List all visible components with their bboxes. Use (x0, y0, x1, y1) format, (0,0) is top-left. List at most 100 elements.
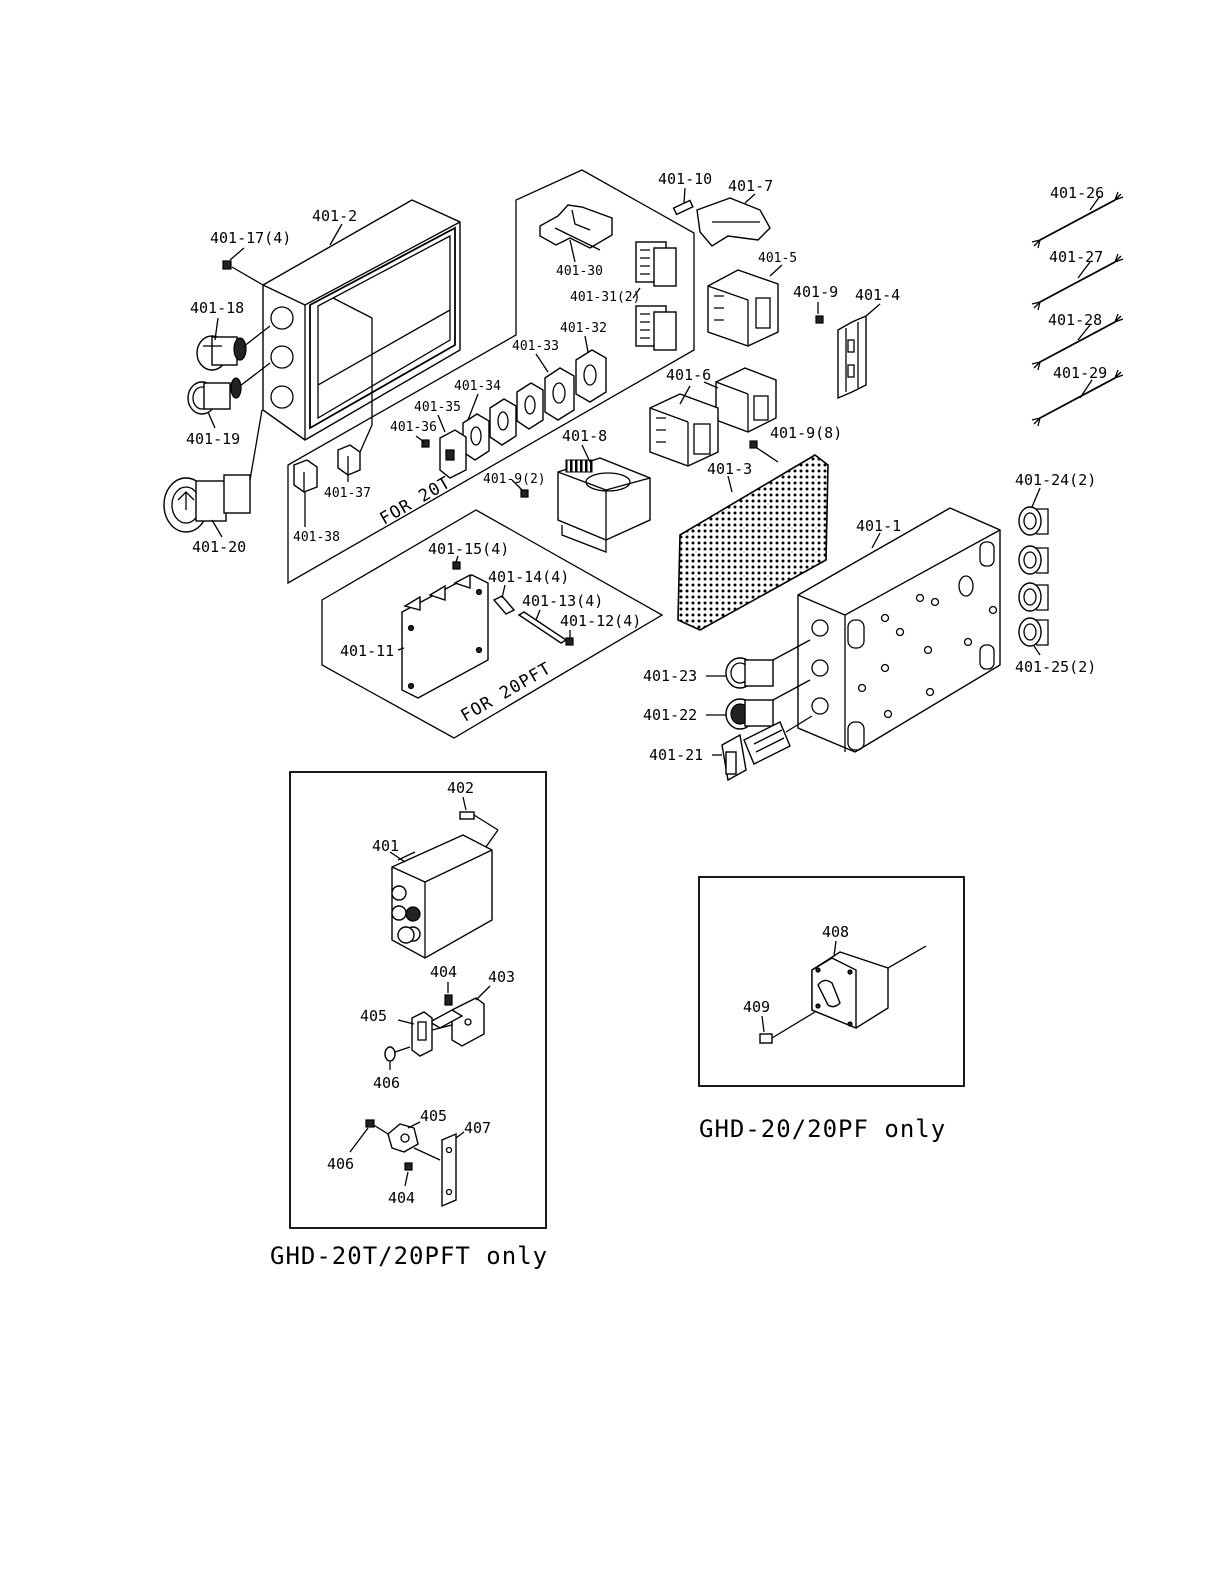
label-401-32: 401-32 (560, 321, 607, 336)
label-401-37: 401-37 (324, 486, 371, 501)
label-401-23: 401-23 (643, 667, 697, 685)
enclosure-box (262, 199, 461, 441)
label-401-26: 401-26 (1050, 184, 1104, 202)
label-401-31: 401-31(2) (570, 290, 640, 305)
leader-lines (207, 187, 1101, 756)
label-401-22: 401-22 (643, 706, 697, 724)
din-rail-401-4 (837, 314, 867, 400)
label-for-20t: FOR 20T (377, 473, 455, 530)
label-401-14: 401-14(4) (488, 568, 569, 586)
cable-401-26 (1031, 191, 1124, 249)
label-404-a: 404 (430, 963, 457, 981)
label-401-29: 401-29 (1053, 364, 1107, 382)
label-404-b: 404 (388, 1189, 415, 1207)
switch-405-b (371, 1123, 441, 1161)
fuse-holder-401-7 (696, 197, 771, 247)
bracket-403 (428, 997, 485, 1047)
label-409: 409 (743, 998, 770, 1016)
label-401-25: 401-25(2) (1015, 658, 1096, 676)
label-401-18: 401-18 (190, 299, 244, 317)
label-406-b: 406 (327, 1155, 354, 1173)
cable-gland-401-24-b (1018, 545, 1049, 575)
label-401-35: 401-35 (414, 400, 461, 415)
plate-407 (441, 1132, 457, 1208)
label-406-a: 406 (373, 1074, 400, 1092)
label-401-11: 401-11 (340, 642, 394, 660)
label-401-34: 401-34 (454, 379, 501, 394)
for-20t-region (287, 169, 695, 585)
cable-401-29 (1031, 369, 1124, 427)
cable-401-27 (1031, 253, 1124, 311)
timer-relay-401-31-b (635, 305, 677, 351)
label-401: 401 (372, 837, 399, 855)
label-401-21: 401-21 (649, 746, 703, 764)
caption-ghd-20-20pf: GHD-20/20PF only (699, 1115, 946, 1143)
contact-block-401-34b (489, 398, 517, 446)
pcb-401-11 (401, 573, 489, 699)
cable-gland-401-24-a (1018, 506, 1049, 536)
screw-401-9 (815, 315, 824, 324)
label-401-8: 401-8 (562, 427, 607, 445)
label-408: 408 (822, 923, 849, 941)
leader-lines-box-a (349, 796, 491, 1187)
nut-401-12 (565, 637, 574, 646)
cable-gland-401-25-a (1018, 582, 1049, 612)
rotary-switch-408 (811, 945, 927, 1030)
contact-block-401-33 (544, 367, 575, 421)
label-405-a: 405 (360, 1007, 387, 1025)
screw-402 (459, 811, 499, 859)
screw-406-a (384, 1046, 411, 1062)
contact-block-401-34 (516, 382, 544, 430)
label-401-3: 401-3 (707, 460, 752, 478)
label-401-36: 401-36 (390, 420, 437, 435)
label-402: 402 (447, 779, 474, 797)
selector-switch-401-18 (196, 325, 271, 371)
label-403: 403 (488, 968, 515, 986)
cable-gland-401-25-b (1018, 617, 1049, 647)
label-401-27: 401-27 (1049, 248, 1103, 266)
pushbutton-401-22 (725, 679, 811, 730)
ghd-20t-20pft-panel (289, 771, 547, 1229)
pushbutton-401-19 (187, 362, 271, 415)
label-401-24: 401-24(2) (1015, 471, 1096, 489)
screw-404-a (444, 994, 453, 1006)
label-401-10: 401-10 (658, 170, 712, 188)
contact-block-401-35 (462, 413, 490, 461)
contact-block-401-32 (575, 349, 607, 403)
screw-401-9-8 (749, 440, 758, 449)
cable-401-28 (1031, 313, 1124, 371)
screw-409 (759, 1011, 816, 1044)
label-401-30: 401-30 (556, 264, 603, 279)
screw-401-15 (452, 561, 461, 570)
label-401-19: 401-19 (186, 430, 240, 448)
label-401-20: 401-20 (192, 538, 246, 556)
label-401-4: 401-4 (855, 286, 900, 304)
emergency-stop-401-20 (163, 409, 263, 533)
label-401-12: 401-12(4) (560, 612, 641, 630)
label-401-9-8: 401-9(8) (770, 424, 842, 442)
relay-base-401-30 (539, 204, 613, 251)
ghd-20-20pf-panel (698, 876, 965, 1087)
label-401-1: 401-1 (856, 517, 901, 535)
label-401-38: 401-38 (293, 530, 340, 545)
spacer-401-13 (517, 611, 568, 644)
relay-401-37 (337, 424, 373, 476)
label-405-b: 405 (420, 1107, 447, 1125)
fuse-401-10 (672, 199, 694, 216)
label-401-13: 401-13(4) (522, 592, 603, 610)
label-401-9-2: 401-9(2) (483, 472, 546, 487)
timer-relay-401-31-a (635, 241, 677, 287)
contactor-401-6-b (649, 393, 719, 467)
label-401-7: 401-7 (728, 177, 773, 195)
label-401-17: 401-17(4) (210, 229, 291, 247)
label-401-15: 401-15(4) (428, 540, 509, 558)
label-407: 407 (464, 1119, 491, 1137)
mounting-plate-401-3 (677, 454, 829, 631)
caption-ghd-20t-20pft: GHD-20T/20PFT only (270, 1242, 548, 1270)
label-401-2: 401-2 (312, 207, 357, 225)
relay-401-38 (293, 459, 318, 493)
label-401-9: 401-9 (793, 283, 838, 301)
contact-block-401-36 (421, 429, 467, 479)
main-enclosure-401-1 (797, 507, 1001, 753)
